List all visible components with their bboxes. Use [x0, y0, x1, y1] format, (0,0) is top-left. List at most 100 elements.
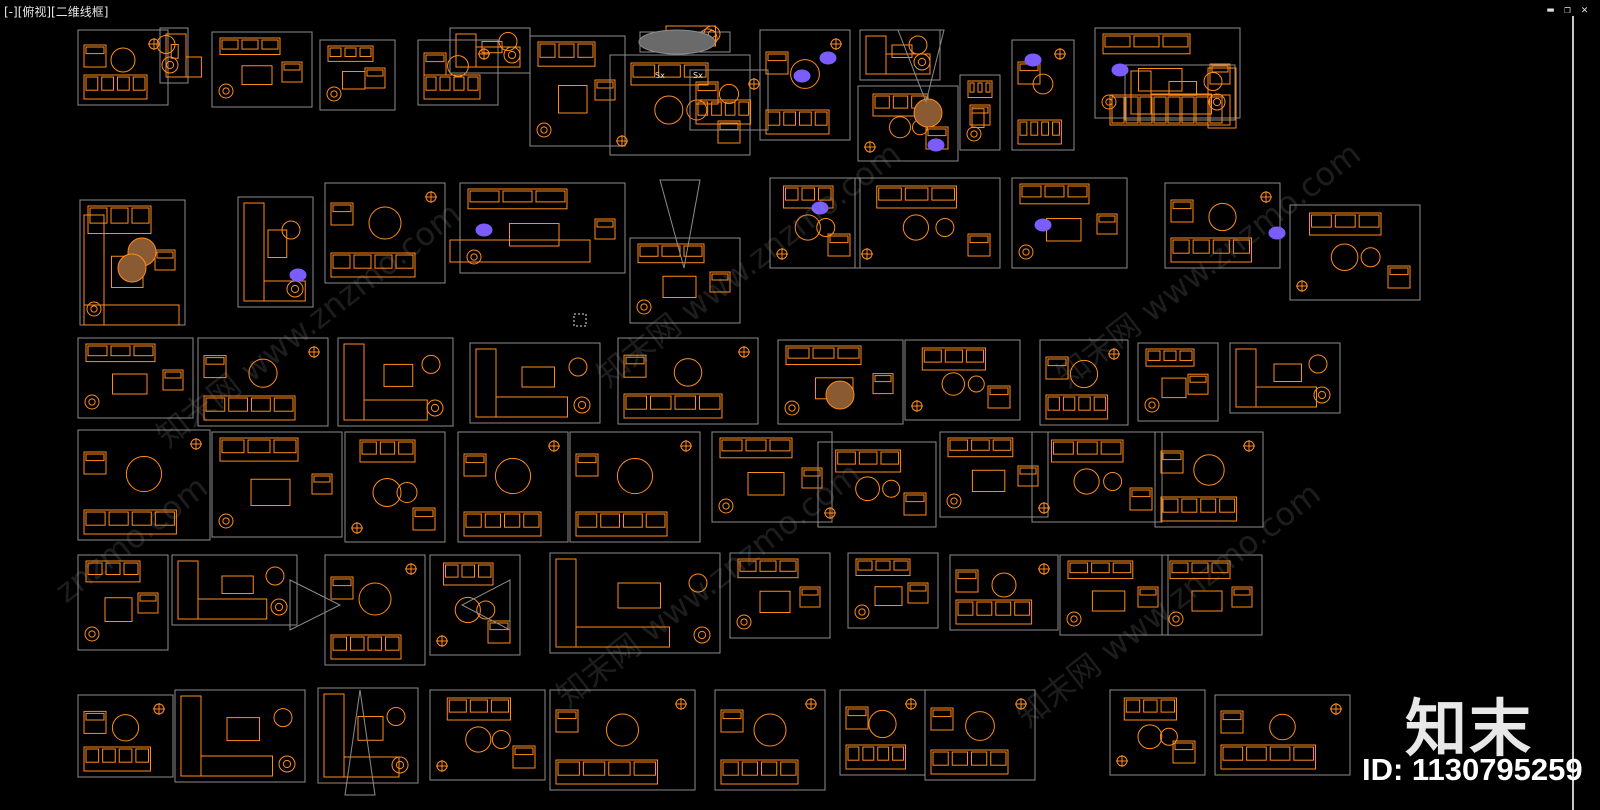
sofa-cushion	[877, 746, 890, 761]
sofa-cushion	[344, 47, 357, 57]
plant-block	[88, 630, 96, 638]
coffee-table	[971, 469, 1006, 492]
sofa-cushion	[1171, 562, 1189, 574]
sofa-cushion	[992, 439, 1012, 451]
sofa-cushion	[205, 397, 226, 412]
armchair-block	[709, 271, 731, 293]
minimize-icon[interactable]: ▬	[1547, 3, 1554, 16]
sofa-cushion	[1014, 601, 1031, 616]
round-table	[889, 116, 911, 139]
round-table	[281, 220, 301, 240]
plant-block	[507, 50, 517, 60]
sofa-cushion	[110, 345, 131, 357]
armchair-back	[722, 711, 742, 720]
plant-block	[466, 249, 482, 265]
armchair-back	[1233, 588, 1251, 596]
coffee-table	[617, 582, 661, 609]
sofa-cushion	[645, 513, 666, 528]
sofa-block	[423, 74, 481, 100]
plant-block	[218, 513, 234, 529]
plant-block	[290, 284, 300, 294]
rug-outline	[769, 177, 861, 269]
close-icon[interactable]: ✕	[1581, 3, 1588, 16]
plant-block	[86, 301, 102, 317]
armchair-block	[623, 354, 647, 378]
plant-block	[1022, 248, 1030, 256]
plant-block	[1066, 611, 1082, 627]
armchair-back	[283, 63, 301, 71]
armchair-back	[932, 709, 952, 718]
sofa-block	[845, 744, 906, 770]
sofa-cushion	[85, 76, 99, 91]
sofa-cushion	[523, 513, 540, 528]
chaise-block	[475, 348, 497, 418]
coffee-table	[759, 590, 791, 613]
armchair-block	[1209, 63, 1231, 85]
sofa-block	[855, 558, 911, 576]
armchair-block	[872, 373, 894, 395]
armchair-block	[594, 79, 616, 101]
armchair-back	[1098, 215, 1116, 223]
sofa-cushion	[241, 39, 259, 50]
rug-outline	[171, 554, 298, 626]
rug-outline	[859, 29, 941, 81]
round-table	[1269, 713, 1296, 741]
sofa-cushion	[769, 439, 791, 452]
armchair-back	[1222, 712, 1242, 721]
sofa-block	[359, 439, 416, 463]
sofa-cushion	[467, 76, 479, 91]
rug-outline	[609, 54, 751, 156]
sofa-cushion	[818, 187, 832, 201]
sofa-cushion	[650, 395, 672, 410]
sofa-cushion	[117, 76, 130, 91]
shelf-cell	[1195, 96, 1209, 124]
viewport-splitter[interactable]	[1572, 16, 1574, 810]
armchair-block	[720, 709, 744, 733]
plant-block	[636, 299, 652, 315]
sofa-cushion	[661, 245, 681, 257]
armchair-block	[1231, 586, 1253, 608]
armchair-back	[909, 584, 927, 592]
armchair-back	[874, 375, 892, 383]
coffee-table	[112, 373, 148, 395]
shelf-cell	[1167, 96, 1181, 124]
sofa-cushion	[683, 64, 707, 78]
rug-outline	[197, 337, 329, 427]
plant-block	[1148, 401, 1156, 409]
chaise-block	[323, 693, 345, 778]
sofa-cushion	[608, 761, 631, 776]
block-label: Sx	[655, 71, 665, 80]
viewport-label[interactable]: [-][俯视][二维线框]	[4, 5, 109, 19]
restore-icon[interactable]: ❐	[1564, 3, 1571, 16]
light-cone	[289, 579, 342, 631]
round-table	[991, 572, 1017, 598]
sofa-block	[87, 205, 152, 234]
armchair-block	[364, 67, 386, 89]
round-table	[1073, 468, 1100, 495]
sofa-cushion	[1232, 239, 1250, 254]
round-table	[111, 714, 140, 742]
sofa-block	[83, 509, 177, 535]
rug-outline	[324, 554, 426, 666]
armchair-back	[205, 357, 225, 365]
sofa-cushion	[539, 43, 556, 58]
sofa-cushion	[535, 190, 566, 203]
armchair-block	[987, 385, 1011, 409]
sectional-sofa	[83, 304, 180, 326]
sofa-cushion	[1334, 214, 1356, 228]
sofa-cushion	[502, 190, 533, 203]
sofa-cushion	[1358, 214, 1380, 228]
armchair-back	[1211, 65, 1229, 73]
plant-block	[640, 303, 648, 311]
sofa-cushion	[465, 513, 482, 528]
shelf-cell	[1181, 96, 1195, 124]
sofa-cushion	[738, 101, 750, 116]
plant-block	[84, 626, 100, 642]
armchair-back	[905, 494, 925, 503]
rug-outline	[1214, 694, 1351, 776]
rug-outline	[569, 431, 701, 543]
round-table	[156, 35, 176, 54]
sofa-cushion	[1078, 396, 1091, 411]
